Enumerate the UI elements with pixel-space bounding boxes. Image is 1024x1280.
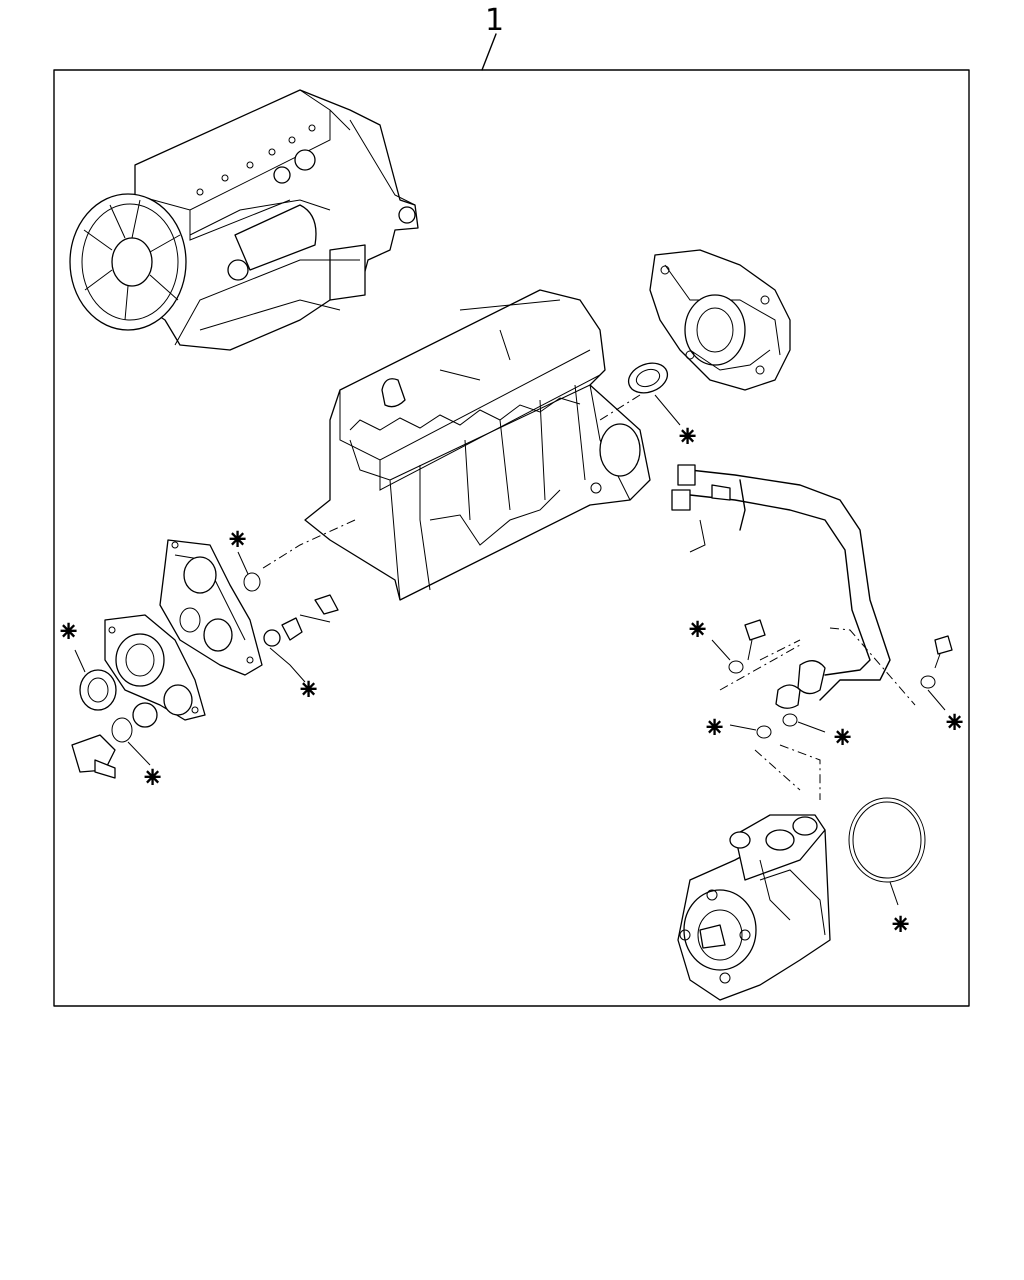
engine-assembly-drawing [69,89,419,351]
asterisk-mark: ⁕ [140,761,165,796]
o-ring-gear-case [243,572,261,592]
gear-case-drawing [159,539,263,676]
diagram-frame [53,69,970,1007]
front-oil-seal [79,669,117,711]
washer [756,725,772,739]
large-o-ring-inner [852,801,922,879]
large-o-ring [848,797,926,883]
bolt-upper-shank [747,639,753,661]
air-compressor-drawing [677,814,831,1001]
asterisk-mark: ⁕ [830,721,855,756]
bolt-upper [744,619,766,641]
guide-line [754,744,821,800]
washer [728,660,744,674]
callout-leader [481,33,497,71]
front-oil-seal-inner [87,677,109,703]
guide-line [829,627,916,706]
asterisk-mark: ⁕ [56,615,81,650]
washer-leader [927,689,946,711]
block-axis-line [259,519,356,571]
water-pump-drawing [71,702,158,779]
washer-leader [797,721,826,733]
guide-line [759,639,801,661]
seal-axis-line [599,394,641,421]
asterisk-mark: ⁕ [296,673,321,708]
flywheel-housing-drawing [649,249,791,391]
front-seal-leader [74,649,86,673]
fittings-drawing [263,594,339,683]
asterisk-mark: ⁕ [888,908,913,943]
large-o-ring-leader [889,881,899,906]
front-cover-gasket-drawing [104,614,206,721]
asterisk-mark: ⁕ [685,613,710,648]
asterisk-mark: ⁕ [225,523,250,558]
callout-number: 1 [485,3,504,38]
rear-oil-seal [627,362,669,394]
guide-line [719,644,801,691]
seal-leader [654,394,681,426]
asterisk-mark: ⁕ [942,706,967,741]
o-ring-front-leader [127,741,151,766]
cylinder-block-drawing [304,289,651,601]
bolt-right-shank [934,653,941,669]
o-ring-gear-case-leader [237,551,249,575]
air-line-piping-drawing [671,464,891,709]
washer-leader [729,724,757,731]
asterisk-mark: ⁕ [702,711,727,746]
o-ring-front [111,717,133,743]
asterisk-mark: ⁕ [675,420,700,455]
washer-leader [711,639,731,661]
washer [782,713,798,727]
washer [920,675,936,689]
bolt-right [934,635,953,655]
